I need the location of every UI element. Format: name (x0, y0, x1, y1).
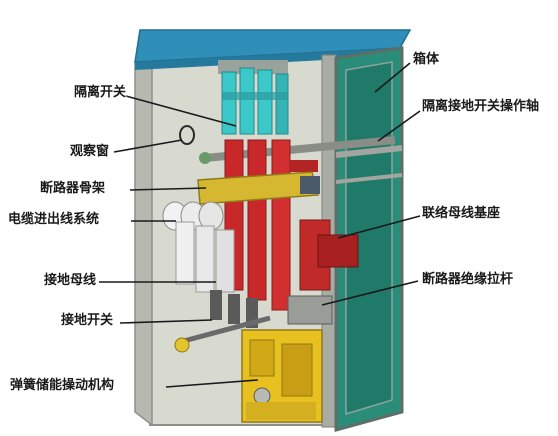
breaker-frame (197, 171, 319, 205)
label-observation-window: 观察窗 (70, 144, 110, 159)
leader-insulating-rod (321, 280, 419, 306)
leader-tie-busbar-base (337, 215, 421, 239)
leader-lines (99, 62, 421, 388)
leader-earthing-switch (119, 319, 213, 324)
label-earthing-switch: 接地开关 (61, 313, 114, 328)
label-earth-busbar: 接地母线 (44, 273, 97, 288)
label-operating-shaft: 隔离接地开关操作轴 (422, 99, 540, 114)
leader-breaker-frame (129, 187, 207, 191)
insulating-rod (287, 295, 333, 325)
disconnector-insulator (221, 71, 237, 135)
label-tie-busbar-base: 联络母线基座 (422, 206, 501, 221)
label-spring-mechanism: 弹簧储能操动机构 (10, 378, 115, 393)
leader-isolating-switch (125, 95, 237, 127)
label-isolating-switch: 隔离开关 (74, 85, 127, 100)
door-crossbar (335, 145, 403, 158)
cabinet-side-wall (134, 48, 153, 427)
label-enclosure: 箱体 (413, 52, 440, 67)
leader-enclosure (374, 62, 411, 93)
observation-window (179, 125, 195, 145)
label-cable-system: 电缆进出线系统 (8, 212, 100, 227)
cabinet-roof-front (135, 48, 400, 70)
cable-insulator (175, 221, 195, 285)
leader-observation-window (113, 139, 183, 153)
leader-operating-shaft (377, 110, 421, 142)
leader-spring-mechanism (165, 379, 259, 388)
label-breaker-frame: 断路器骨架 (40, 181, 106, 196)
label-insulating-rod: 断路器绝缘拉杆 (422, 272, 514, 287)
earthing-bar (179, 315, 271, 345)
